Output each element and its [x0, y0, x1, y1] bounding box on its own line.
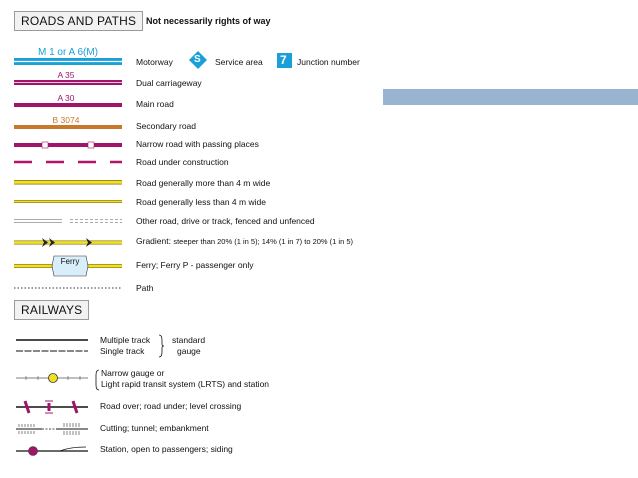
gradient-label: Gradient: steeper than 20% (1 in 5); 14%… [136, 236, 353, 247]
motorway-label: Motorway [136, 57, 173, 67]
gradient-label-a: Gradient: [136, 236, 171, 246]
roads-header: ROADS AND PATHS [14, 11, 144, 31]
other-label: Other road, drive or track, fenced and u… [136, 216, 315, 226]
narrow4m-road-symbol [14, 199, 122, 204]
ferry-label: Ferry; Ferry P - passenger only [136, 260, 254, 270]
narrow-gauge-label-b: Light rapid transit system (LRTS) and st… [101, 379, 270, 389]
cutting-label: Cutting; tunnel; embankment [100, 423, 209, 433]
main-label: Main road [136, 99, 174, 109]
secondary-label: Secondary road [136, 121, 197, 131]
gauge-label-b: gauge [177, 346, 201, 356]
gradient-label-b: steeper than 20% (1 in 5); 14% (1 in 7) … [173, 237, 354, 246]
dual-carriageway-symbol [14, 80, 122, 85]
station-label: Station, open to passengers; siding [100, 444, 233, 454]
secondary-tag: B 3074 [52, 115, 80, 125]
gauge-brace [158, 334, 165, 358]
crossing-symbol [16, 400, 88, 414]
gradient-symbol [14, 238, 122, 247]
less4m-label: Road generally less than 4 m wide [136, 197, 266, 207]
narrow-gauge-label-a: Narrow gauge or [101, 368, 165, 378]
multiple-track-symbol [16, 339, 88, 352]
secondary-road-symbol [14, 125, 122, 129]
junction-number-glyph: 7 [280, 53, 287, 67]
junction-number-label: Junction number [297, 57, 360, 67]
junction-number-icon [277, 53, 292, 68]
dual-tag: A 35 [57, 70, 75, 80]
motorway-symbol [14, 58, 122, 65]
cutting-symbol [16, 423, 88, 435]
ferry-tag: Ferry [60, 257, 80, 266]
narrow-road-symbol [14, 141, 122, 149]
construction-road-symbol [14, 160, 122, 164]
dual-label: Dual carriageway [136, 78, 202, 88]
other-road-symbol [14, 219, 122, 223]
station-symbol [16, 446, 88, 456]
service-area-icon [189, 51, 207, 69]
service-area-label: Service area [215, 57, 263, 67]
wide-road-symbol [14, 180, 122, 185]
main-road-symbol [14, 103, 122, 107]
motorway-tag: M 1 or A 6(M) [37, 47, 98, 58]
path-symbol [14, 287, 122, 289]
single-track-label: Single track [100, 346, 145, 356]
construction-label: Road under construction [136, 157, 229, 167]
main-tag: A 30 [57, 93, 75, 103]
service-area-glyph: S [194, 54, 201, 65]
narrow-gauge-symbol [16, 373, 88, 383]
gauge-label-a: standard [172, 335, 206, 345]
railways-header: RAILWAYS [14, 300, 90, 320]
narrow-label: Narrow road with passing places [136, 139, 259, 149]
crossing-label: Road over; road under; level crossing [100, 401, 242, 411]
narrow-gauge-brace [95, 369, 100, 391]
ferry-symbol [14, 255, 122, 277]
path-label: Path [136, 283, 154, 293]
multiple-track-label: Multiple track [100, 335, 151, 345]
wide4m-label: Road generally more than 4 m wide [136, 178, 271, 188]
accent-band [383, 89, 638, 105]
roads-header-note: Not necessarily rights of way [146, 16, 271, 26]
